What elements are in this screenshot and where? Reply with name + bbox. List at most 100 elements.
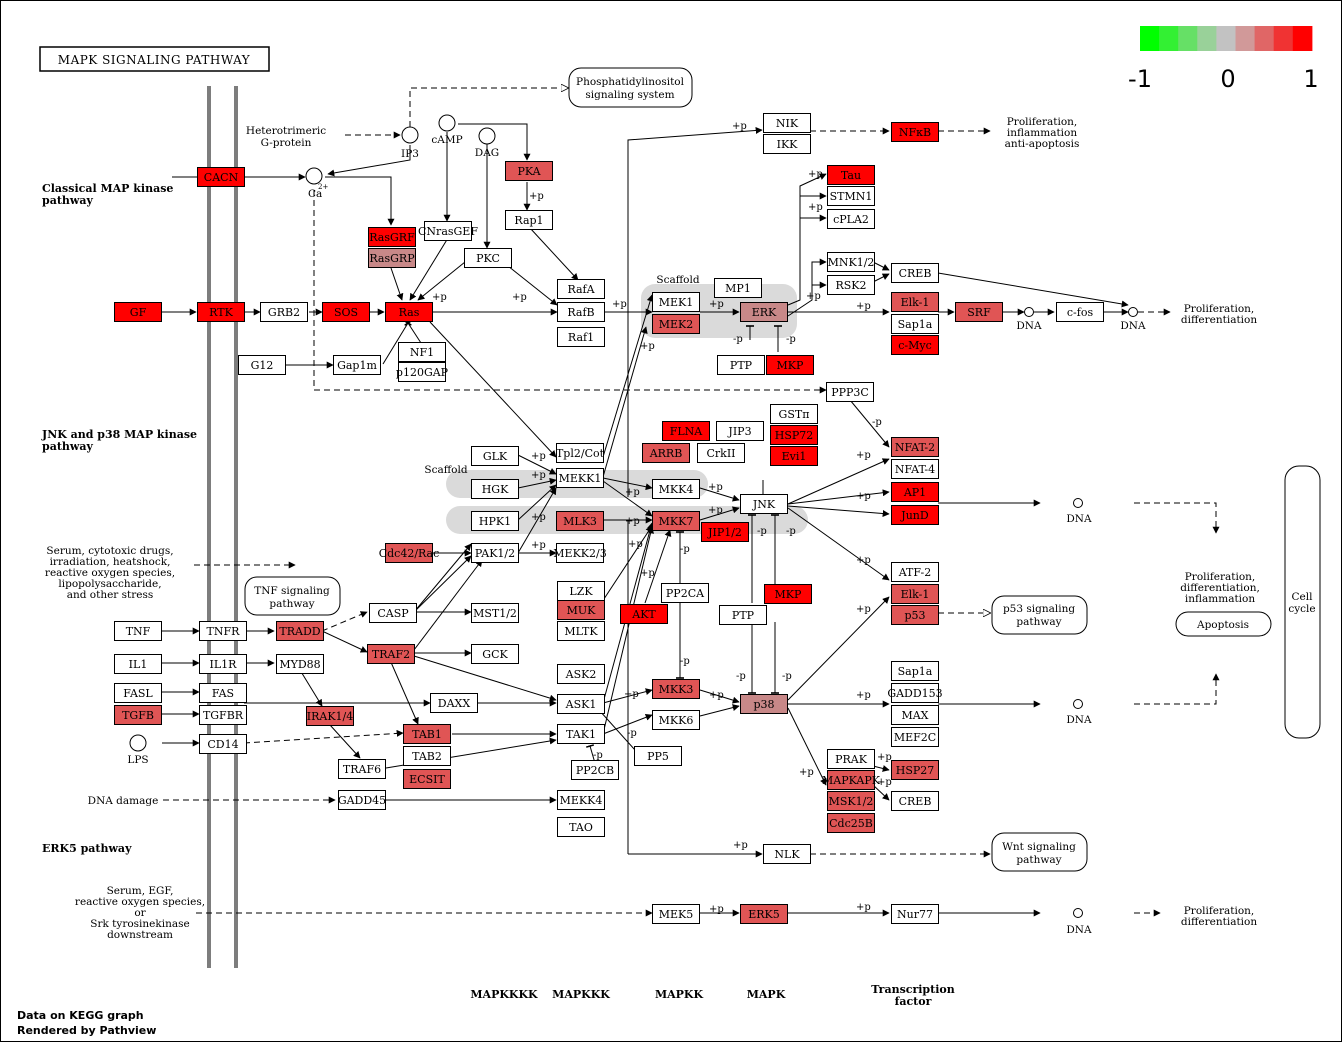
gene-node[interactable]: HSP72: [770, 425, 818, 445]
gene-node[interactable]: MKP: [764, 584, 812, 604]
gene-node[interactable]: TGFBR: [199, 705, 247, 725]
gene-node[interactable]: DAXX: [430, 693, 478, 713]
gene-node[interactable]: PRAK: [827, 749, 875, 769]
gene-node[interactable]: JIP1/2: [701, 522, 749, 542]
gene-node[interactable]: PKA: [505, 161, 553, 181]
link-tnf-signaling[interactable]: [244, 576, 341, 616]
gene-node[interactable]: p38: [740, 694, 788, 714]
gene-node[interactable]: PP5: [634, 746, 682, 766]
link-wnt-signaling[interactable]: [991, 832, 1088, 872]
gene-node[interactable]: p53: [891, 605, 939, 625]
gene-node[interactable]: MEKK4: [557, 790, 605, 810]
gene-node[interactable]: PKC: [464, 248, 512, 268]
gene-node[interactable]: TGFB: [114, 705, 162, 725]
gene-node[interactable]: MKK3: [652, 679, 700, 699]
gene-node[interactable]: MLTK: [557, 621, 605, 641]
gene-node[interactable]: CrkII: [697, 443, 745, 463]
gene-node[interactable]: RTK: [197, 302, 245, 322]
gene-node[interactable]: Gap1m: [333, 355, 381, 375]
gene-node[interactable]: NFκB: [891, 122, 939, 142]
gene-node[interactable]: CNrasGEF: [418, 221, 478, 241]
gene-node[interactable]: GSTπ: [770, 404, 818, 424]
gene-node[interactable]: TAO: [557, 817, 605, 837]
gene-node[interactable]: LZK: [557, 581, 605, 601]
gene-node[interactable]: FLNA: [662, 421, 710, 441]
gene-node[interactable]: PP2CB: [571, 760, 619, 780]
gene-node[interactable]: MEKK2/3: [553, 543, 607, 563]
gene-node[interactable]: RSK2: [827, 275, 875, 295]
gene-node[interactable]: GCK: [471, 644, 519, 664]
gene-node[interactable]: CD14: [199, 734, 247, 754]
gene-node[interactable]: HSP27: [891, 760, 939, 780]
gene-node[interactable]: TRAF2: [367, 644, 415, 664]
gene-node[interactable]: NFAT-4: [891, 459, 939, 479]
gene-node[interactable]: MKK4: [652, 479, 700, 499]
gene-node[interactable]: Tpl2/Cot: [556, 443, 605, 463]
gene-node[interactable]: MAX: [891, 705, 939, 725]
gene-node[interactable]: NIK: [763, 113, 811, 133]
gene-node[interactable]: TRADD: [276, 621, 324, 641]
gene-node[interactable]: ECSIT: [403, 769, 451, 789]
gene-node[interactable]: RasGRP: [368, 248, 416, 268]
gene-node[interactable]: TRAF6: [338, 759, 386, 779]
gene-node[interactable]: ASK2: [557, 664, 605, 684]
gene-node[interactable]: MLK3: [556, 511, 604, 531]
gene-node[interactable]: ERK: [740, 302, 788, 322]
gene-node[interactable]: Raf1: [557, 327, 605, 347]
gene-node[interactable]: TNF: [114, 621, 162, 641]
gene-node[interactable]: PAK1/2: [471, 543, 519, 563]
gene-node[interactable]: ERK5: [740, 904, 788, 924]
gene-node[interactable]: Tau: [827, 165, 875, 185]
gene-node[interactable]: SOS: [322, 302, 370, 322]
gene-node[interactable]: TAB1: [403, 724, 451, 744]
gene-node[interactable]: FASL: [114, 683, 162, 703]
gene-node[interactable]: GADD153: [887, 683, 943, 703]
gene-node[interactable]: MST1/2: [471, 603, 519, 623]
gene-node[interactable]: Cdc25B: [827, 813, 875, 833]
gene-node[interactable]: MYD88: [276, 654, 324, 674]
gene-node[interactable]: MAPKAPK: [822, 770, 881, 790]
gene-node[interactable]: TNFR: [199, 621, 247, 641]
gene-node[interactable]: c-fos: [1056, 302, 1104, 322]
gene-node[interactable]: MEKK1: [556, 468, 604, 488]
gene-node[interactable]: IKK: [763, 134, 811, 154]
gene-node[interactable]: Nur77: [891, 904, 939, 924]
gene-node[interactable]: Evi1: [770, 446, 818, 466]
gene-node[interactable]: ARRB: [642, 443, 690, 463]
gene-node[interactable]: Ras: [385, 302, 433, 322]
gene-node[interactable]: TAK1: [557, 724, 605, 744]
gene-node[interactable]: RafA: [557, 279, 605, 299]
gene-node[interactable]: Elk-1: [891, 584, 939, 604]
gene-node[interactable]: FAS: [199, 683, 247, 703]
gene-node[interactable]: Rap1: [505, 210, 553, 230]
gene-node[interactable]: GF: [114, 302, 162, 322]
gene-node[interactable]: MEF2C: [891, 727, 939, 747]
gene-node[interactable]: NFAT-2: [891, 437, 939, 457]
gene-node[interactable]: JunD: [891, 505, 939, 525]
gene-node[interactable]: GADD45: [338, 790, 386, 810]
gene-node[interactable]: Elk-1: [891, 292, 939, 312]
gene-node[interactable]: MKP: [766, 355, 814, 375]
gene-node[interactable]: G12: [238, 355, 286, 375]
gene-node[interactable]: PTP: [719, 605, 767, 625]
gene-node[interactable]: RasGRF: [368, 227, 416, 247]
gene-node[interactable]: ASK1: [557, 694, 605, 714]
gene-node[interactable]: SRF: [955, 302, 1003, 322]
gene-node[interactable]: CASP: [369, 603, 417, 623]
gene-node[interactable]: MNK1/2: [827, 252, 875, 272]
gene-node[interactable]: NLK: [763, 844, 811, 864]
gene-node[interactable]: STMN1: [827, 186, 875, 206]
gene-node[interactable]: HGK: [471, 479, 519, 499]
gene-node[interactable]: MEK2: [652, 314, 700, 334]
gene-node[interactable]: ATF-2: [891, 562, 939, 582]
gene-node[interactable]: NF1: [398, 342, 446, 362]
gene-node[interactable]: MKK7: [652, 511, 700, 531]
gene-node[interactable]: MP1: [714, 278, 762, 298]
link-pi-signaling[interactable]: [568, 67, 693, 108]
gene-node[interactable]: cPLA2: [827, 209, 875, 229]
gene-node[interactable]: IL1: [114, 654, 162, 674]
gene-node[interactable]: IRAK1/4: [306, 706, 354, 726]
gene-node[interactable]: HPK1: [471, 511, 519, 531]
gene-node[interactable]: CREB: [891, 263, 939, 283]
gene-node[interactable]: CACN: [197, 167, 245, 187]
